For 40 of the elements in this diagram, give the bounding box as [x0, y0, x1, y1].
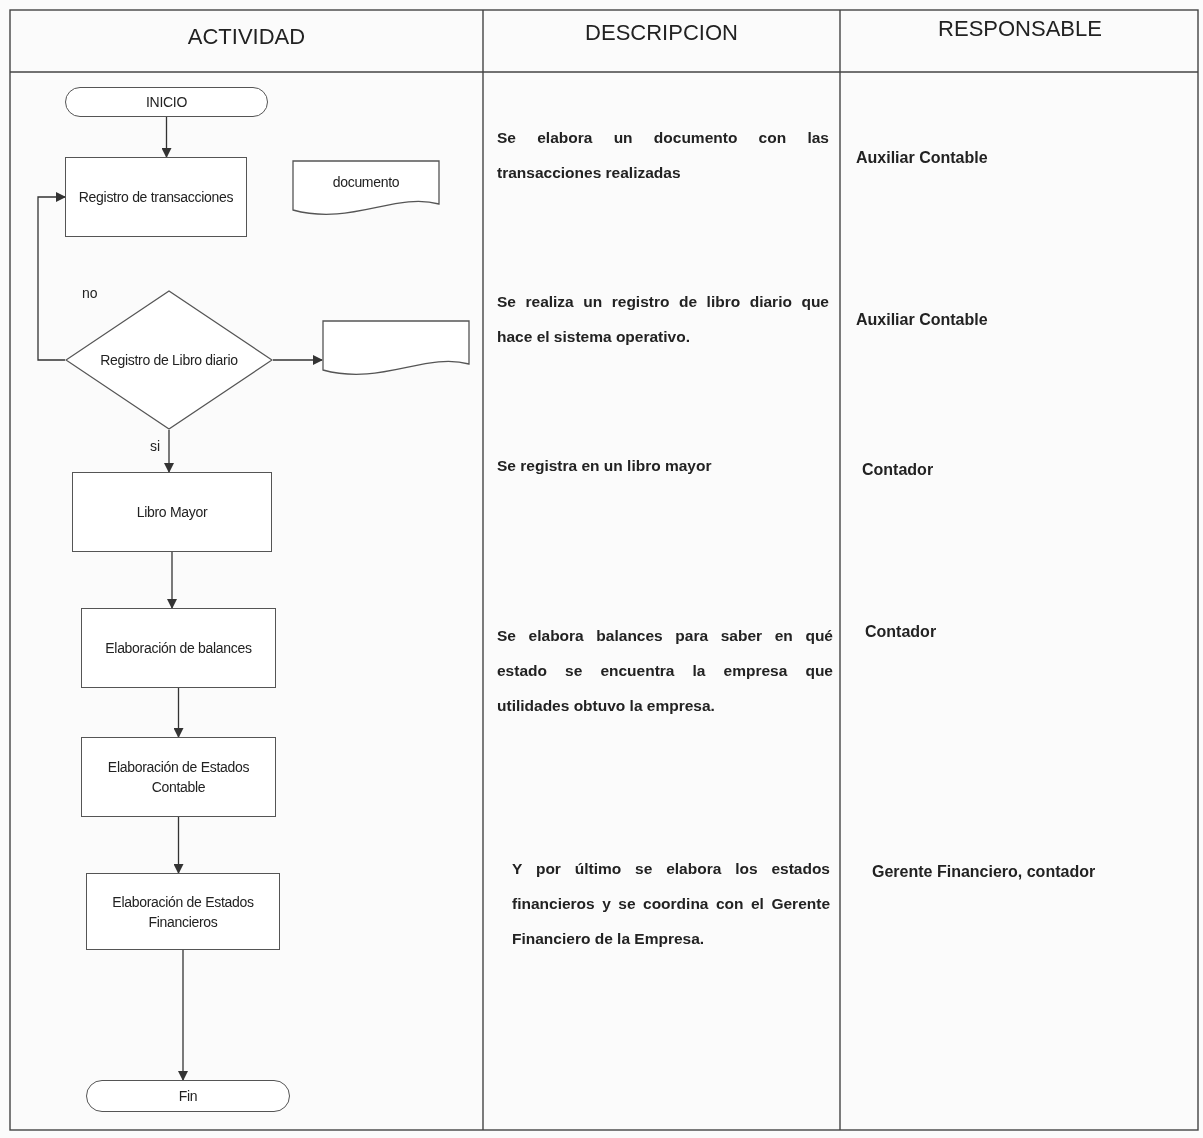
- node-label: Elaboración de balances: [105, 639, 252, 658]
- process-box: [72, 472, 272, 552]
- process-box: [65, 157, 247, 237]
- responsible-text: Auxiliar Contable: [856, 148, 989, 168]
- node-label: Registro de Libro diario: [100, 351, 238, 370]
- arrow: [161, 116, 172, 158]
- process-box: [86, 873, 280, 950]
- decision-diamond: [65, 290, 273, 430]
- responsible-text: Contador: [862, 460, 935, 480]
- responsible-text: Auxiliar Contable: [856, 310, 989, 330]
- description-text: Se registra en un libro mayor: [497, 456, 713, 476]
- column-header: RESPONSABLE: [937, 15, 1103, 43]
- terminal-shape: [86, 1080, 290, 1112]
- arrow: [167, 551, 177, 609]
- edge-label: no: [82, 284, 98, 303]
- arrow: [178, 949, 188, 1081]
- column-header: DESCRIPCION: [584, 19, 739, 47]
- node-label: Registro de transacciones: [78, 188, 234, 207]
- process-box: [81, 737, 276, 817]
- edge-label: si: [150, 437, 161, 456]
- node-label: Elaboración de Estados Financieros: [111, 892, 255, 932]
- description-text: Se elabora un documento con las transacciones realizadas: [497, 128, 829, 183]
- node-label: INICIO: [146, 93, 187, 112]
- description-text: Se realiza un registro de libro diario que hace el sistema operativo.: [497, 292, 829, 347]
- arrow: [164, 429, 174, 473]
- process-box: [81, 608, 276, 688]
- node-label: Libro Mayor: [136, 503, 208, 522]
- description-text: Y por último se elabora los estados financieros y se coordina con el Gerente Financiero de la Empresa.: [512, 859, 830, 949]
- node-label: Fin: [178, 1087, 198, 1106]
- description-text: Se elabora balances para saber en qué estado se encuentra la empresa que utilidades obtuvo la empresa.: [497, 626, 833, 716]
- node-label: Elaboración de Estados Contable: [106, 758, 251, 797]
- arrow: [37, 192, 66, 361]
- node-label: documento: [332, 173, 400, 192]
- arrow: [272, 355, 323, 365]
- column-header: ACTIVIDAD: [186, 23, 307, 51]
- responsible-text: Contador: [865, 622, 938, 642]
- terminal-shape: [65, 87, 268, 117]
- responsible-text: Gerente Financiero, contador: [872, 862, 1097, 882]
- arrow: [173, 816, 184, 874]
- arrow: [173, 687, 184, 738]
